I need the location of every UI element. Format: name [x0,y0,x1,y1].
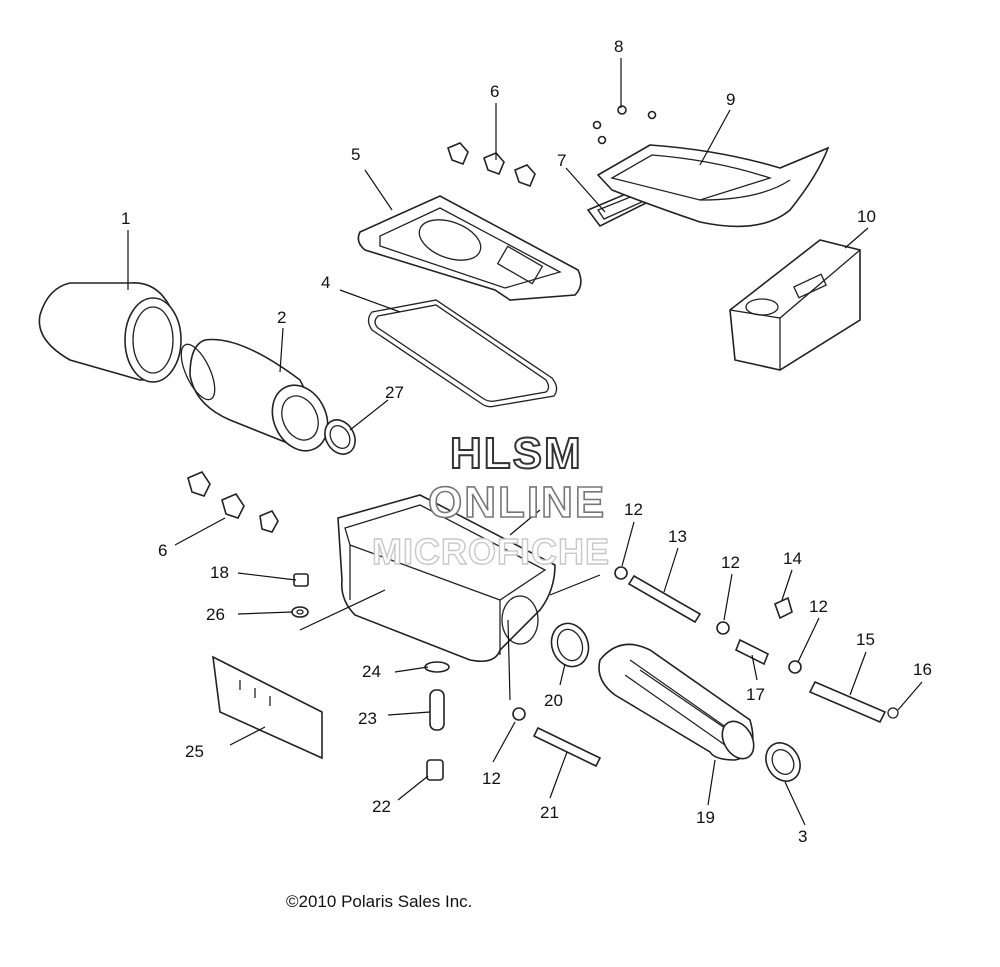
leader-lines [127,58,923,826]
copyright-text: ©2010 Polaris Sales Inc. [286,892,472,911]
part-6-clips-upper [447,142,536,188]
part-16-clip [887,707,899,719]
callout-16: 16 [913,660,932,679]
callout-12a: 12 [624,500,643,519]
callout-12c: 12 [809,597,828,616]
callout-2: 2 [277,308,286,327]
part-19-boot [598,643,755,761]
part-20-ring [550,622,590,668]
callout-19: 19 [696,808,715,827]
callout-9: 9 [726,90,735,109]
callout-7: 7 [557,151,566,170]
callout-21: 21 [540,803,559,822]
part-17-fitting [734,638,770,666]
part-3-clamp [765,742,801,782]
callout-23: 23 [358,709,377,728]
callout-6b: 6 [158,541,167,560]
part-25-plate [212,655,323,760]
watermark-line-3: MICROFICHE [372,531,610,572]
watermark: HLSM ONLINE MICROFICHE [371,428,610,573]
callout-12d: 12 [482,769,501,788]
callout-12b: 12 [721,553,740,572]
part-1-prefilter [38,282,182,383]
callout-27: 27 [385,383,404,402]
callout-20: 20 [544,691,563,710]
part-14-clip [774,596,793,620]
part-15-tube [808,680,887,724]
callout-8: 8 [614,37,623,56]
callout-13: 13 [668,527,687,546]
part-26-washer [291,606,309,618]
watermark-line-1: HLSM [450,429,583,478]
air-box-base [337,494,556,663]
part-24-clamp [424,661,450,673]
part-18-screw [293,573,309,587]
part-23-tube [429,689,445,731]
part-8-screws [592,105,657,145]
callout-10: 10 [857,207,876,226]
callout-24: 24 [362,662,381,681]
callout-4: 4 [321,273,330,292]
callout-25: 25 [185,742,204,761]
callout-6a: 6 [490,82,499,101]
part-4-gasket [367,299,558,408]
part-12-clamps [512,566,802,721]
callout-18: 18 [210,563,229,582]
callout-22: 22 [372,797,391,816]
part-5-cover [357,195,582,301]
part-21-tube [532,726,602,768]
watermark-line-2: ONLINE [428,478,606,527]
callout-17: 17 [746,685,765,704]
part-27-clamp [324,419,356,455]
callout-3: 3 [798,827,807,846]
callout-14: 14 [783,549,802,568]
part-9-intake-duct [596,144,830,228]
part-6-clips-lower [187,471,279,533]
part-10-foam-block [729,239,861,371]
callout-26: 26 [206,605,225,624]
part-2-air-filter [180,338,329,452]
part-22-fitting [426,759,444,781]
callouts: 1 2 3 4 5 6 6 7 8 9 10 12 12 12 12 13 14… [121,37,932,846]
part-13-tube [627,574,702,624]
callout-1: 1 [121,209,130,228]
callout-5: 5 [351,145,360,164]
callout-15: 15 [856,630,875,649]
